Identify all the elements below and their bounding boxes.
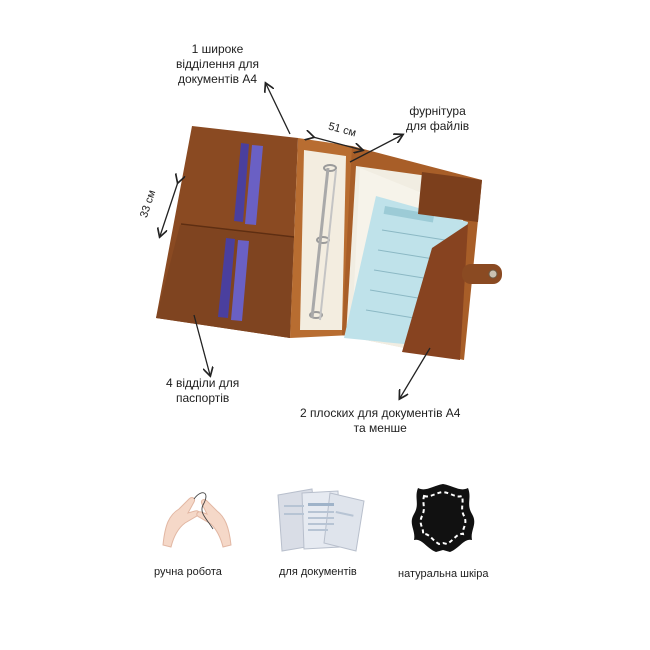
passport-cards <box>218 143 263 321</box>
passports-line-2: паспортів <box>175 391 230 405</box>
flat-pocket <box>402 224 468 360</box>
right-leather-panel <box>342 146 502 360</box>
flat-line-2: та менше <box>353 421 407 435</box>
hardware-line-1: фурнітура <box>409 104 466 118</box>
compartment-line-2: відділення для <box>176 57 259 71</box>
compartment-line-1: 1 широке <box>191 42 244 56</box>
binder-panel <box>290 138 352 338</box>
compartment-callout: 1 широке відділення для документів А4 <box>176 42 259 87</box>
documents-label: для документів <box>279 566 357 578</box>
handmade-label: ручна робота <box>154 566 222 578</box>
hardware-callout: фурнітура для файлів <box>406 104 469 134</box>
hand-thread-icon <box>162 492 232 548</box>
passports-callout: 4 відділи для паспортів <box>166 376 239 406</box>
genuine-leather-label: натуральна шкіра <box>398 568 489 580</box>
flat-line-1: 2 плоских для документів А4 <box>300 406 461 420</box>
leather-hide-icon <box>411 484 475 552</box>
callout-arrows <box>160 84 431 398</box>
compartment-line-3: документів А4 <box>177 72 257 86</box>
hardware-line-2: для файлів <box>406 119 470 133</box>
flat-pockets-callout: 2 плоских для документів А4 та менше <box>300 406 460 436</box>
documents-stack-icon <box>277 488 365 552</box>
passports-line-1: 4 відділи для <box>166 376 240 390</box>
strap-clasp <box>462 264 502 284</box>
